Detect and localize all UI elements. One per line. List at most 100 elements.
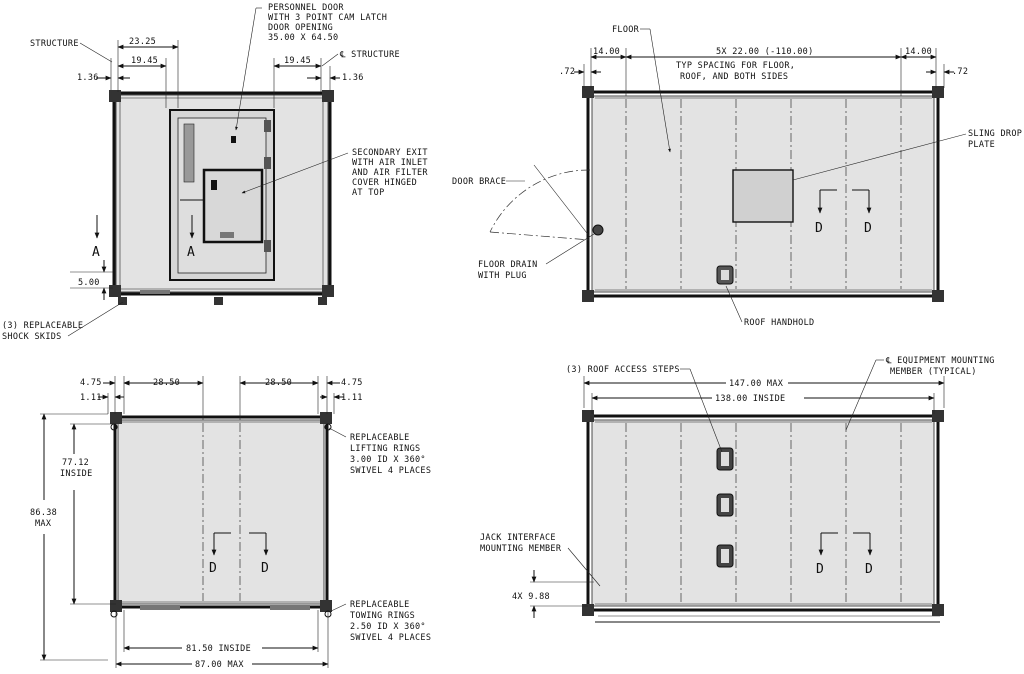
floor-plan-view: D D 14.00 5X 22.00 (-110.00) 14.00 .72 .… — [452, 25, 1022, 328]
floor-corner-fittings — [582, 86, 944, 302]
floor-drain — [592, 224, 604, 236]
dim-14-00-right: 14.00 — [905, 47, 932, 57]
dim-86-38: 86.38 — [30, 508, 57, 518]
callout-skids-1: (3) REPLACEABLE — [2, 321, 83, 331]
dim-19-45-right: 19.45 — [284, 56, 311, 66]
callout-jack-1: JACK INTERFACE — [480, 533, 556, 543]
section-label-a: A — [92, 245, 100, 260]
dim-72-right: .72 — [952, 67, 968, 77]
callout-exit-5: AT TOP — [352, 188, 385, 198]
callout-spacing-1: TYP SPACING FOR FLOOR, — [676, 61, 795, 71]
callout-towing-3: 2.50 ID X 360° — [350, 622, 426, 632]
end-corner-rings — [110, 412, 332, 618]
dim-1-11-left: 1.11 — [80, 393, 102, 403]
callout-lifting-3: 3.00 ID X 360° — [350, 455, 426, 465]
dim-28-50-left: 28.50 — [153, 378, 180, 388]
callout-lifting-1: REPLACEABLE — [350, 433, 410, 443]
dim-147-00-max: 147.00 MAX — [729, 379, 784, 389]
dim-14-00-left: 14.00 — [593, 47, 620, 57]
callout-roof-handhold: ROOF HANDHOLD — [744, 318, 814, 328]
callout-door-4: 35.00 X 64.50 — [268, 33, 338, 43]
dim-max-label: MAX — [35, 519, 52, 529]
callout-roof-steps: (3) ROOF ACCESS STEPS — [566, 365, 680, 375]
side-dimensions: 147.00 MAX 138.00 INSIDE 4X 9.88 — [512, 376, 945, 618]
callout-spacing-2: ROOF, AND BOTH SIDES — [680, 72, 788, 82]
dim-28-50-right: 28.50 — [265, 378, 292, 388]
callout-skids-2: SHOCK SKIDS — [2, 332, 62, 342]
end-section-d: D D — [209, 532, 269, 576]
side-view: D D 147.00 MAX 138.00 INSIDE 4X 9.88 (3)… — [480, 356, 995, 623]
side-member-lines — [625, 423, 902, 603]
end-panel — [117, 419, 325, 605]
dim-5-00: 5.00 — [78, 278, 100, 288]
dim-19-45-left: 19.45 — [131, 56, 158, 66]
side-callouts: (3) ROOF ACCESS STEPS ℄ EQUIPMENT MOUNTI… — [480, 356, 995, 587]
dim-87-00-max: 87.00 MAX — [195, 660, 244, 670]
callout-drain-1: FLOOR DRAIN — [478, 260, 538, 270]
callout-sling-1: SLING DROP — [968, 129, 1022, 139]
callout-exit-1: SECONDARY EXIT — [352, 148, 428, 158]
section-label-d: D — [816, 562, 824, 577]
sling-drop-plate — [732, 169, 794, 223]
side-section-d: D D — [816, 532, 873, 577]
floor-frame — [586, 90, 940, 298]
section-label-d: D — [865, 562, 873, 577]
callout-cl-structure: ℄ STRUCTURE — [339, 50, 400, 60]
dim-23-25: 23.25 — [129, 37, 156, 47]
callout-towing-2: TOWING RINGS — [350, 611, 415, 621]
side-frame — [586, 414, 940, 612]
front-view: A A 23.25 19.45 1.36 1 — [2, 3, 428, 342]
front-frame — [112, 91, 332, 296]
end-dimensions: 4.75 28.50 28.50 4.75 1.11 1.11 77.12 IN… — [26, 376, 363, 670]
end-frame — [113, 415, 329, 609]
dim-1-36-right: 1.36 — [342, 73, 364, 83]
floor-dimensions: 14.00 5X 22.00 (-110.00) 14.00 .72 .72 — [559, 47, 968, 96]
section-label-d: D — [209, 561, 217, 576]
callout-floor: FLOOR — [612, 25, 640, 35]
callout-lifting-2: LIFTING RINGS — [350, 444, 420, 454]
section-label-d: D — [864, 221, 872, 236]
callout-exit-2: WITH AIR INLET — [352, 158, 428, 168]
section-a-arrows: A A — [92, 215, 195, 260]
dim-81-50-inside: 81.50 INSIDE — [186, 644, 251, 654]
callout-structure: STRUCTURE — [30, 39, 79, 49]
dim-72-left: .72 — [559, 67, 575, 77]
personnel-door — [169, 109, 275, 281]
callout-sling-2: PLATE — [968, 140, 995, 150]
floor-callouts: FLOOR TYP SPACING FOR FLOOR, ROOF, AND B… — [452, 25, 1022, 328]
shock-skids — [118, 290, 327, 305]
floor-section-d: D D — [815, 189, 872, 236]
callout-door-2: WITH 3 POINT CAM LATCH — [268, 13, 387, 23]
callout-drain-2: WITH PLUG — [478, 271, 527, 281]
dim-4x-9-88: 4X 9.88 — [512, 592, 550, 602]
section-label-d: D — [815, 221, 823, 236]
callout-lifting-4: SWIVEL 4 PLACES — [350, 466, 431, 476]
dim-inside-label: INSIDE — [60, 469, 93, 479]
dim-1-36-left: 1.36 — [77, 73, 99, 83]
side-panel — [591, 419, 935, 607]
dim-1-11-right: 1.11 — [341, 393, 363, 403]
callout-door-brace: DOOR BRACE — [452, 177, 506, 187]
end-callouts: REPLACEABLE LIFTING RINGS 3.00 ID X 360°… — [328, 427, 431, 643]
side-corner-fittings — [582, 410, 944, 616]
callout-towing-4: SWIVEL 4 PLACES — [350, 633, 431, 643]
dim-138-00-inside: 138.00 INSIDE — [715, 394, 785, 404]
dim-4-75-right: 4.75 — [341, 378, 363, 388]
end-member-lines — [202, 423, 241, 601]
callout-door-1: PERSONNEL DOOR — [268, 3, 344, 13]
callout-exit-4: COVER HINGED — [352, 178, 417, 188]
callout-door-3: DOOR OPENING — [268, 23, 333, 33]
front-dimensions: 23.25 19.45 1.36 19.45 1.36 5.00 — [70, 37, 364, 300]
front-callouts: STRUCTURE ℄ STRUCTURE PERSONNEL DOOR WIT… — [2, 3, 428, 342]
section-label-d: D — [261, 561, 269, 576]
dim-4-75-left: 4.75 — [80, 378, 102, 388]
dim-77-12: 77.12 — [62, 458, 89, 468]
callout-mounting-1: ℄ EQUIPMENT MOUNTING — [885, 356, 995, 366]
section-label-a: A — [187, 245, 195, 260]
door-brace-swing — [489, 164, 591, 241]
floor-member-lines — [625, 99, 902, 289]
end-view: D D 4.75 28.50 28.50 — [26, 376, 431, 670]
callout-jack-2: MOUNTING MEMBER — [480, 544, 562, 554]
dim-5x-22-00: 5X 22.00 (-110.00) — [716, 47, 814, 57]
